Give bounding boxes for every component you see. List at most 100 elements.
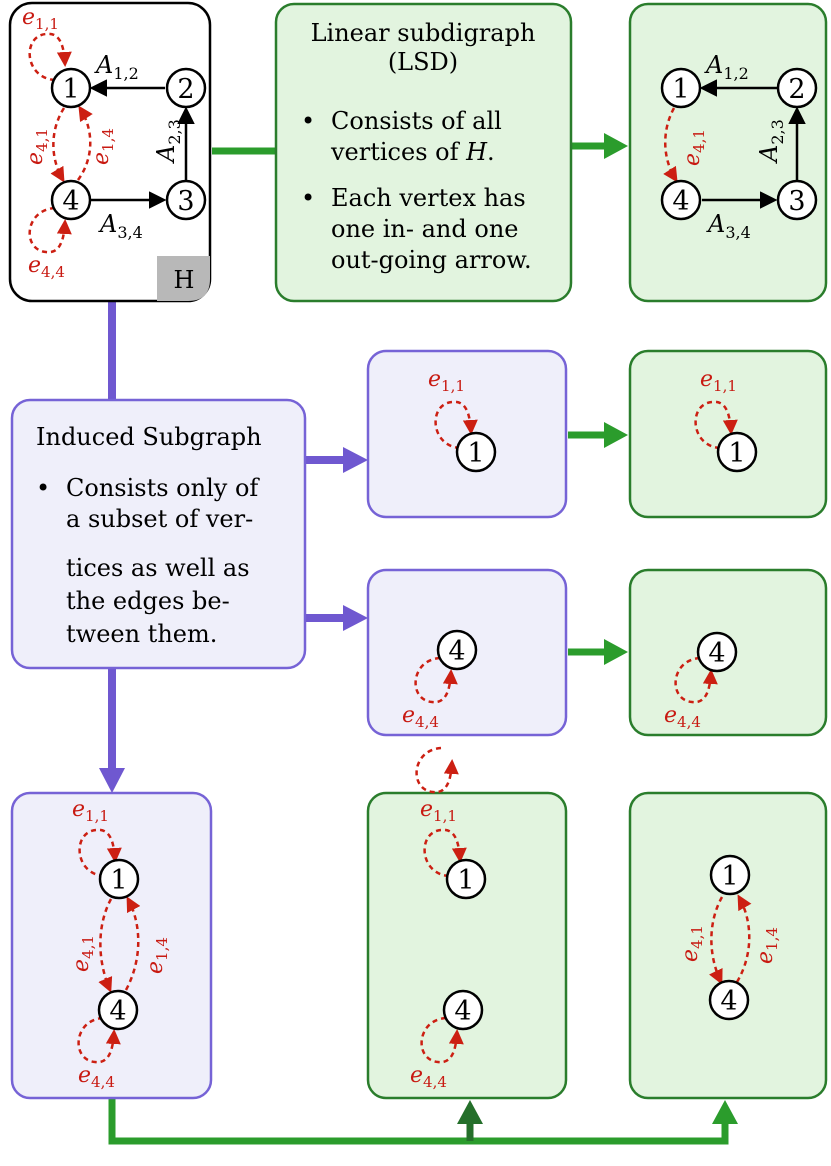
lsd-bullet1-line1: Consists of all — [331, 107, 502, 135]
vertex-1: 1 — [716, 431, 758, 473]
label-e14: e1,4 — [89, 128, 117, 165]
label-e41: e4,1 — [678, 925, 706, 962]
edge-e44-lower — [420, 1016, 464, 1064]
induced-line-3: tices as well as — [66, 554, 250, 582]
lsd-bullet1-line2: vertices of H. — [330, 138, 495, 166]
edge-e14 — [735, 894, 752, 983]
lsd-title-line1: Linear subdigraph — [311, 19, 536, 47]
edge-e41 — [663, 107, 678, 183]
induced-line-4: the edges be- — [66, 587, 230, 615]
lsd-v1-panel: 1 e1,1 — [628, 349, 828, 519]
edge-e41 — [50, 107, 66, 183]
edge-e41 — [98, 898, 113, 993]
edge-e44 — [28, 206, 72, 254]
svg-text:1: 1 — [62, 74, 79, 105]
induced-definition-panel: Induced Subgraph • Consists only of a su… — [10, 398, 307, 670]
vertex-4: 4 — [442, 989, 484, 1031]
vertex-1: 1 — [660, 67, 702, 109]
induced-line-1: Consists only of — [66, 474, 260, 502]
label-a34: A3,4 — [98, 210, 143, 242]
lsd-two-loops-panel: 1 e1,1 4 e4,4 — [366, 746, 568, 1100]
connectors — [99, 133, 738, 1145]
vertex-2: 2 — [165, 67, 207, 109]
edge-e44 — [415, 746, 459, 794]
induced-line-5: tween them. — [66, 620, 217, 648]
label-e44: e4,4 — [402, 703, 439, 731]
lsd-definition-panel: Linear subdigraph (LSD) • Consists of al… — [274, 2, 573, 303]
edge-e11 — [423, 828, 467, 878]
subgraph-v1-panel: 1 e1,1 — [366, 349, 568, 519]
vertex-1: 1 — [709, 854, 751, 896]
edge-e44 — [674, 656, 718, 704]
label-a23: A2,3 — [152, 119, 184, 164]
svg-text:1: 1 — [721, 861, 738, 892]
induced-box — [10, 398, 307, 670]
label-e14: e1,4 — [143, 937, 171, 974]
svg-text:2: 2 — [788, 74, 805, 105]
lsd-two-loops-box — [366, 791, 568, 1100]
subgraph-v1-v4-panel: 1 4 e1,1 e4,4 e4,1 e1,4 — [10, 791, 213, 1100]
arrowhead-sub1 — [343, 447, 368, 473]
arrow-sub3-bracket — [108, 1098, 729, 1145]
induced-title: Induced Subgraph — [36, 423, 262, 451]
graph-tag: H — [174, 266, 195, 294]
arrowhead-sub2 — [343, 605, 368, 631]
svg-text:3: 3 — [788, 186, 805, 217]
lsd-box — [274, 2, 573, 303]
label-e11: e1,1 — [700, 367, 737, 395]
label-a23: A2,3 — [755, 119, 787, 164]
vertex-3: 3 — [776, 179, 818, 221]
vertex-1: 1 — [455, 431, 497, 473]
lsd-bullet1-symbol: • — [301, 107, 315, 135]
label-e44: e4,4 — [410, 1063, 447, 1091]
vertex-4: 4 — [696, 631, 738, 673]
arrowhead-result3 — [457, 1100, 483, 1124]
arrowhead-result4 — [712, 1100, 738, 1124]
svg-text:4: 4 — [454, 996, 471, 1027]
lsd-v4-panel: 4 e4,4 — [628, 568, 828, 737]
edge-e14 — [124, 896, 141, 991]
svg-text:4: 4 — [448, 636, 465, 667]
vertex-4: 4 — [50, 179, 92, 221]
subgraph-v4-panel: 4 e4,4 — [366, 568, 568, 737]
label-e41: e4,1 — [680, 129, 708, 166]
arrowhead-result2 — [604, 639, 628, 665]
svg-text:4: 4 — [109, 996, 126, 1027]
label-e11: e1,1 — [72, 797, 109, 825]
vertex-4: 4 — [97, 989, 139, 1031]
label-e14: e1,4 — [753, 927, 781, 964]
label-e11: e1,1 — [420, 797, 457, 825]
edge-e44 — [77, 1016, 121, 1064]
label-e11: e1,1 — [22, 5, 59, 33]
label-e41: e4,1 — [23, 128, 51, 165]
lsd-bullet2-symbol: • — [301, 184, 315, 212]
svg-text:1: 1 — [110, 865, 127, 896]
label-e41: e4,1 — [69, 935, 97, 972]
svg-text:4: 4 — [672, 186, 689, 217]
vertex-2: 2 — [776, 67, 818, 109]
svg-text:1: 1 — [728, 438, 745, 469]
lsd-title-line2: (LSD) — [388, 48, 458, 76]
label-a34: A3,4 — [706, 210, 751, 242]
svg-text:4: 4 — [720, 986, 737, 1017]
induced-line-2: a subset of ver- — [66, 505, 253, 533]
svg-text:2: 2 — [177, 74, 194, 105]
vertex-1: 1 — [50, 67, 92, 109]
svg-text:1: 1 — [467, 438, 484, 469]
label-e11: e1,1 — [428, 367, 465, 395]
label-e44: e4,4 — [664, 703, 701, 731]
arrowhead-result1 — [604, 422, 628, 448]
svg-text:4: 4 — [62, 186, 79, 217]
vertex-1: 1 — [445, 858, 487, 900]
label-e44: e4,4 — [78, 1063, 115, 1091]
svg-text:3: 3 — [177, 186, 194, 217]
graph-tag-bg — [157, 256, 210, 301]
edge-e11 — [694, 400, 738, 450]
lsd-bullet2-line2: one in- and one — [331, 215, 518, 243]
induced-bullet-symbol: • — [36, 474, 50, 502]
vertex-4: 4 — [708, 979, 750, 1021]
lsd-two-cycle-box — [628, 791, 828, 1100]
lsd-two-cycle-panel: 1 4 e4,1 e1,4 — [628, 791, 828, 1100]
